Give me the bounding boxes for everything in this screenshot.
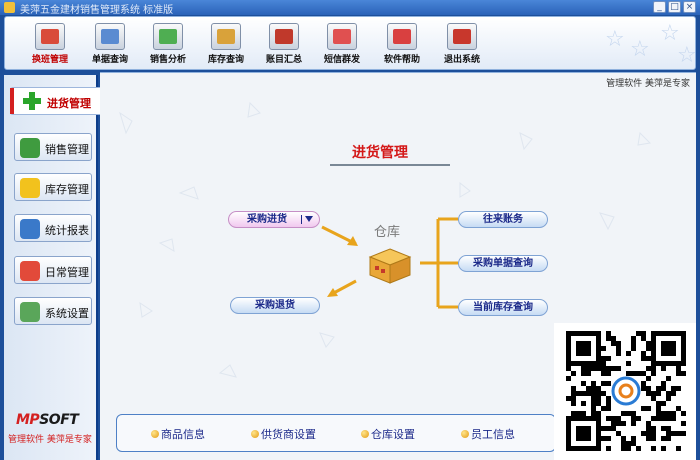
page-title: 进货管理 xyxy=(352,145,408,161)
warehouse-box-icon[interactable] xyxy=(368,247,412,285)
bar-chart-icon xyxy=(153,23,183,50)
brand-logo: MPSOFT xyxy=(16,412,79,428)
sales-analysis-button[interactable]: 销售分析 xyxy=(143,23,193,67)
inventory-query-button[interactable]: 库存查询 xyxy=(201,23,251,67)
toolbar-button-label: 单据查询 xyxy=(91,55,128,65)
product-info-link[interactable]: 商品信息 xyxy=(151,426,205,442)
sigma-icon xyxy=(269,23,299,50)
sidebar-item-label: 库存管理 xyxy=(45,183,89,196)
sidebar-item-label: 日常管理 xyxy=(45,266,89,279)
minimize-button[interactable]: _ xyxy=(653,1,666,13)
tools-icon xyxy=(20,261,40,281)
document-icon xyxy=(95,23,125,50)
star-icon xyxy=(20,178,40,198)
shift-management-button[interactable]: 换班管理 xyxy=(25,23,75,67)
left-sidebar: 进货管理 销售管理 库存管理 统计报表 日常管理 系统设置 MPSOFT 管理软… xyxy=(4,75,102,460)
exit-icon xyxy=(447,23,477,50)
purchase-in-label: 采购进货 xyxy=(247,214,287,225)
plus-icon xyxy=(23,92,41,110)
software-help-button[interactable]: 软件帮助 xyxy=(377,23,427,67)
sidebar-item-label: 系统设置 xyxy=(45,307,89,320)
shift-icon xyxy=(35,23,65,50)
close-button[interactable]: × xyxy=(683,1,696,13)
exit-system-button[interactable]: 退出系统 xyxy=(437,23,487,67)
background-pattern xyxy=(119,101,652,388)
warehouse-label: 仓库 xyxy=(374,225,401,240)
help-icon xyxy=(387,23,417,50)
toolbar-button-label: 销售分析 xyxy=(149,55,186,65)
sidebar-item-system-settings[interactable]: 系统设置 xyxy=(14,297,92,325)
sms-broadcast-button[interactable]: 短信群发 xyxy=(317,23,367,67)
sidebar-item-label: 进货管理 xyxy=(47,97,91,110)
employee-info-link[interactable]: 员工信息 xyxy=(461,426,515,442)
purchase-return-button[interactable]: 采购退货 xyxy=(230,297,320,314)
sidebar-item-sales-management[interactable]: 销售管理 xyxy=(14,133,92,161)
sidebar-item-inventory-management[interactable]: 库存管理 xyxy=(14,173,92,201)
inventory-icon xyxy=(211,23,241,50)
decor-star-icon: ☆ xyxy=(605,27,625,52)
main-toolbar: ☆ ☆ ☆ ☆ 换班管理 单据查询 销售分析 库存查询 账目汇总 短信群发 软件… xyxy=(4,16,696,70)
flow-diagram-lines xyxy=(321,217,458,309)
logo-soft: SOFT xyxy=(39,412,79,428)
sidebar-item-label: 统计报表 xyxy=(45,224,89,237)
main-panel: 管理软件 美萍是专家 进货管理 采购进货 采购退货 仓库 往来账务 采购单据查询… xyxy=(100,72,696,460)
sidebar-item-label: 销售管理 xyxy=(45,143,89,156)
account-summary-button[interactable]: 账目汇总 xyxy=(259,23,309,67)
active-marker xyxy=(10,88,14,114)
window-title: 美萍五金建材销售管理系统 标准版 xyxy=(20,5,174,16)
toolbar-button-label: 换班管理 xyxy=(31,55,68,65)
toolbar-button-label: 短信群发 xyxy=(323,55,360,65)
title-bar: 美萍五金建材销售管理系统 标准版 _ □ × xyxy=(0,0,700,16)
accounts-ledger-button[interactable]: 往来账务 xyxy=(458,211,548,228)
maximize-button[interactable]: □ xyxy=(668,1,681,13)
purchase-document-query-button[interactable]: 采购单据查询 xyxy=(458,255,548,272)
logo-mp: MP xyxy=(16,412,40,428)
current-inventory-query-button[interactable]: 当前库存查询 xyxy=(458,299,548,316)
decor-star-icon: ☆ xyxy=(660,21,680,46)
title-underline xyxy=(330,164,450,166)
sidebar-item-daily-management[interactable]: 日常管理 xyxy=(14,256,92,284)
quick-links-bar: 商品信息 供货商设置 仓库设置 员工信息 xyxy=(116,414,556,452)
sidebar-item-purchase-management[interactable]: 进货管理 xyxy=(10,87,102,115)
bar-chart-icon xyxy=(20,219,40,239)
toolbar-button-label: 库存查询 xyxy=(207,55,244,65)
document-query-button[interactable]: 单据查询 xyxy=(85,23,135,67)
chevron-down-icon[interactable] xyxy=(301,215,315,224)
toolbar-button-label: 退出系统 xyxy=(443,55,480,65)
decor-star-icon: ☆ xyxy=(630,37,650,62)
decor-star-icon: ☆ xyxy=(677,43,696,68)
top-right-slogan: 管理软件 美萍是专家 xyxy=(606,79,690,89)
globe-icon xyxy=(20,138,40,158)
envelope-icon xyxy=(327,23,357,50)
purchase-in-button[interactable]: 采购进货 xyxy=(228,211,320,228)
supplier-settings-link[interactable]: 供货商设置 xyxy=(251,426,316,442)
gear-icon xyxy=(20,302,40,322)
qr-code-image xyxy=(554,323,696,460)
sidebar-item-statistics-report[interactable]: 统计报表 xyxy=(14,214,92,242)
toolbar-button-label: 软件帮助 xyxy=(383,55,420,65)
warehouse-settings-link[interactable]: 仓库设置 xyxy=(361,426,415,442)
toolbar-button-label: 账目汇总 xyxy=(265,55,302,65)
app-icon xyxy=(4,2,15,13)
brand-slogan: 管理软件 美萍是专家 xyxy=(8,435,92,445)
